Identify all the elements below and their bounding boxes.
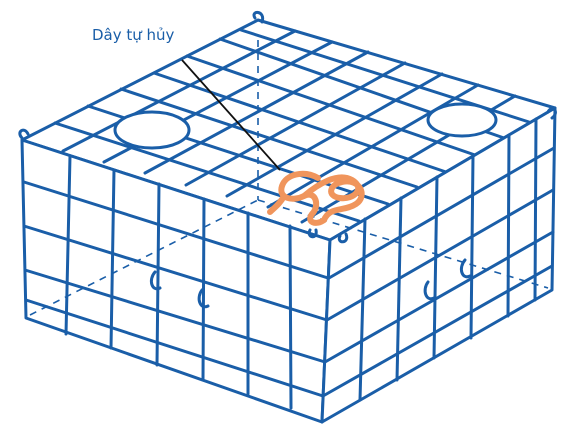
circular-hatch-icon (428, 104, 496, 136)
circular-hatch-icon (115, 112, 189, 148)
cord-label: Dây tự hủy (92, 26, 175, 44)
